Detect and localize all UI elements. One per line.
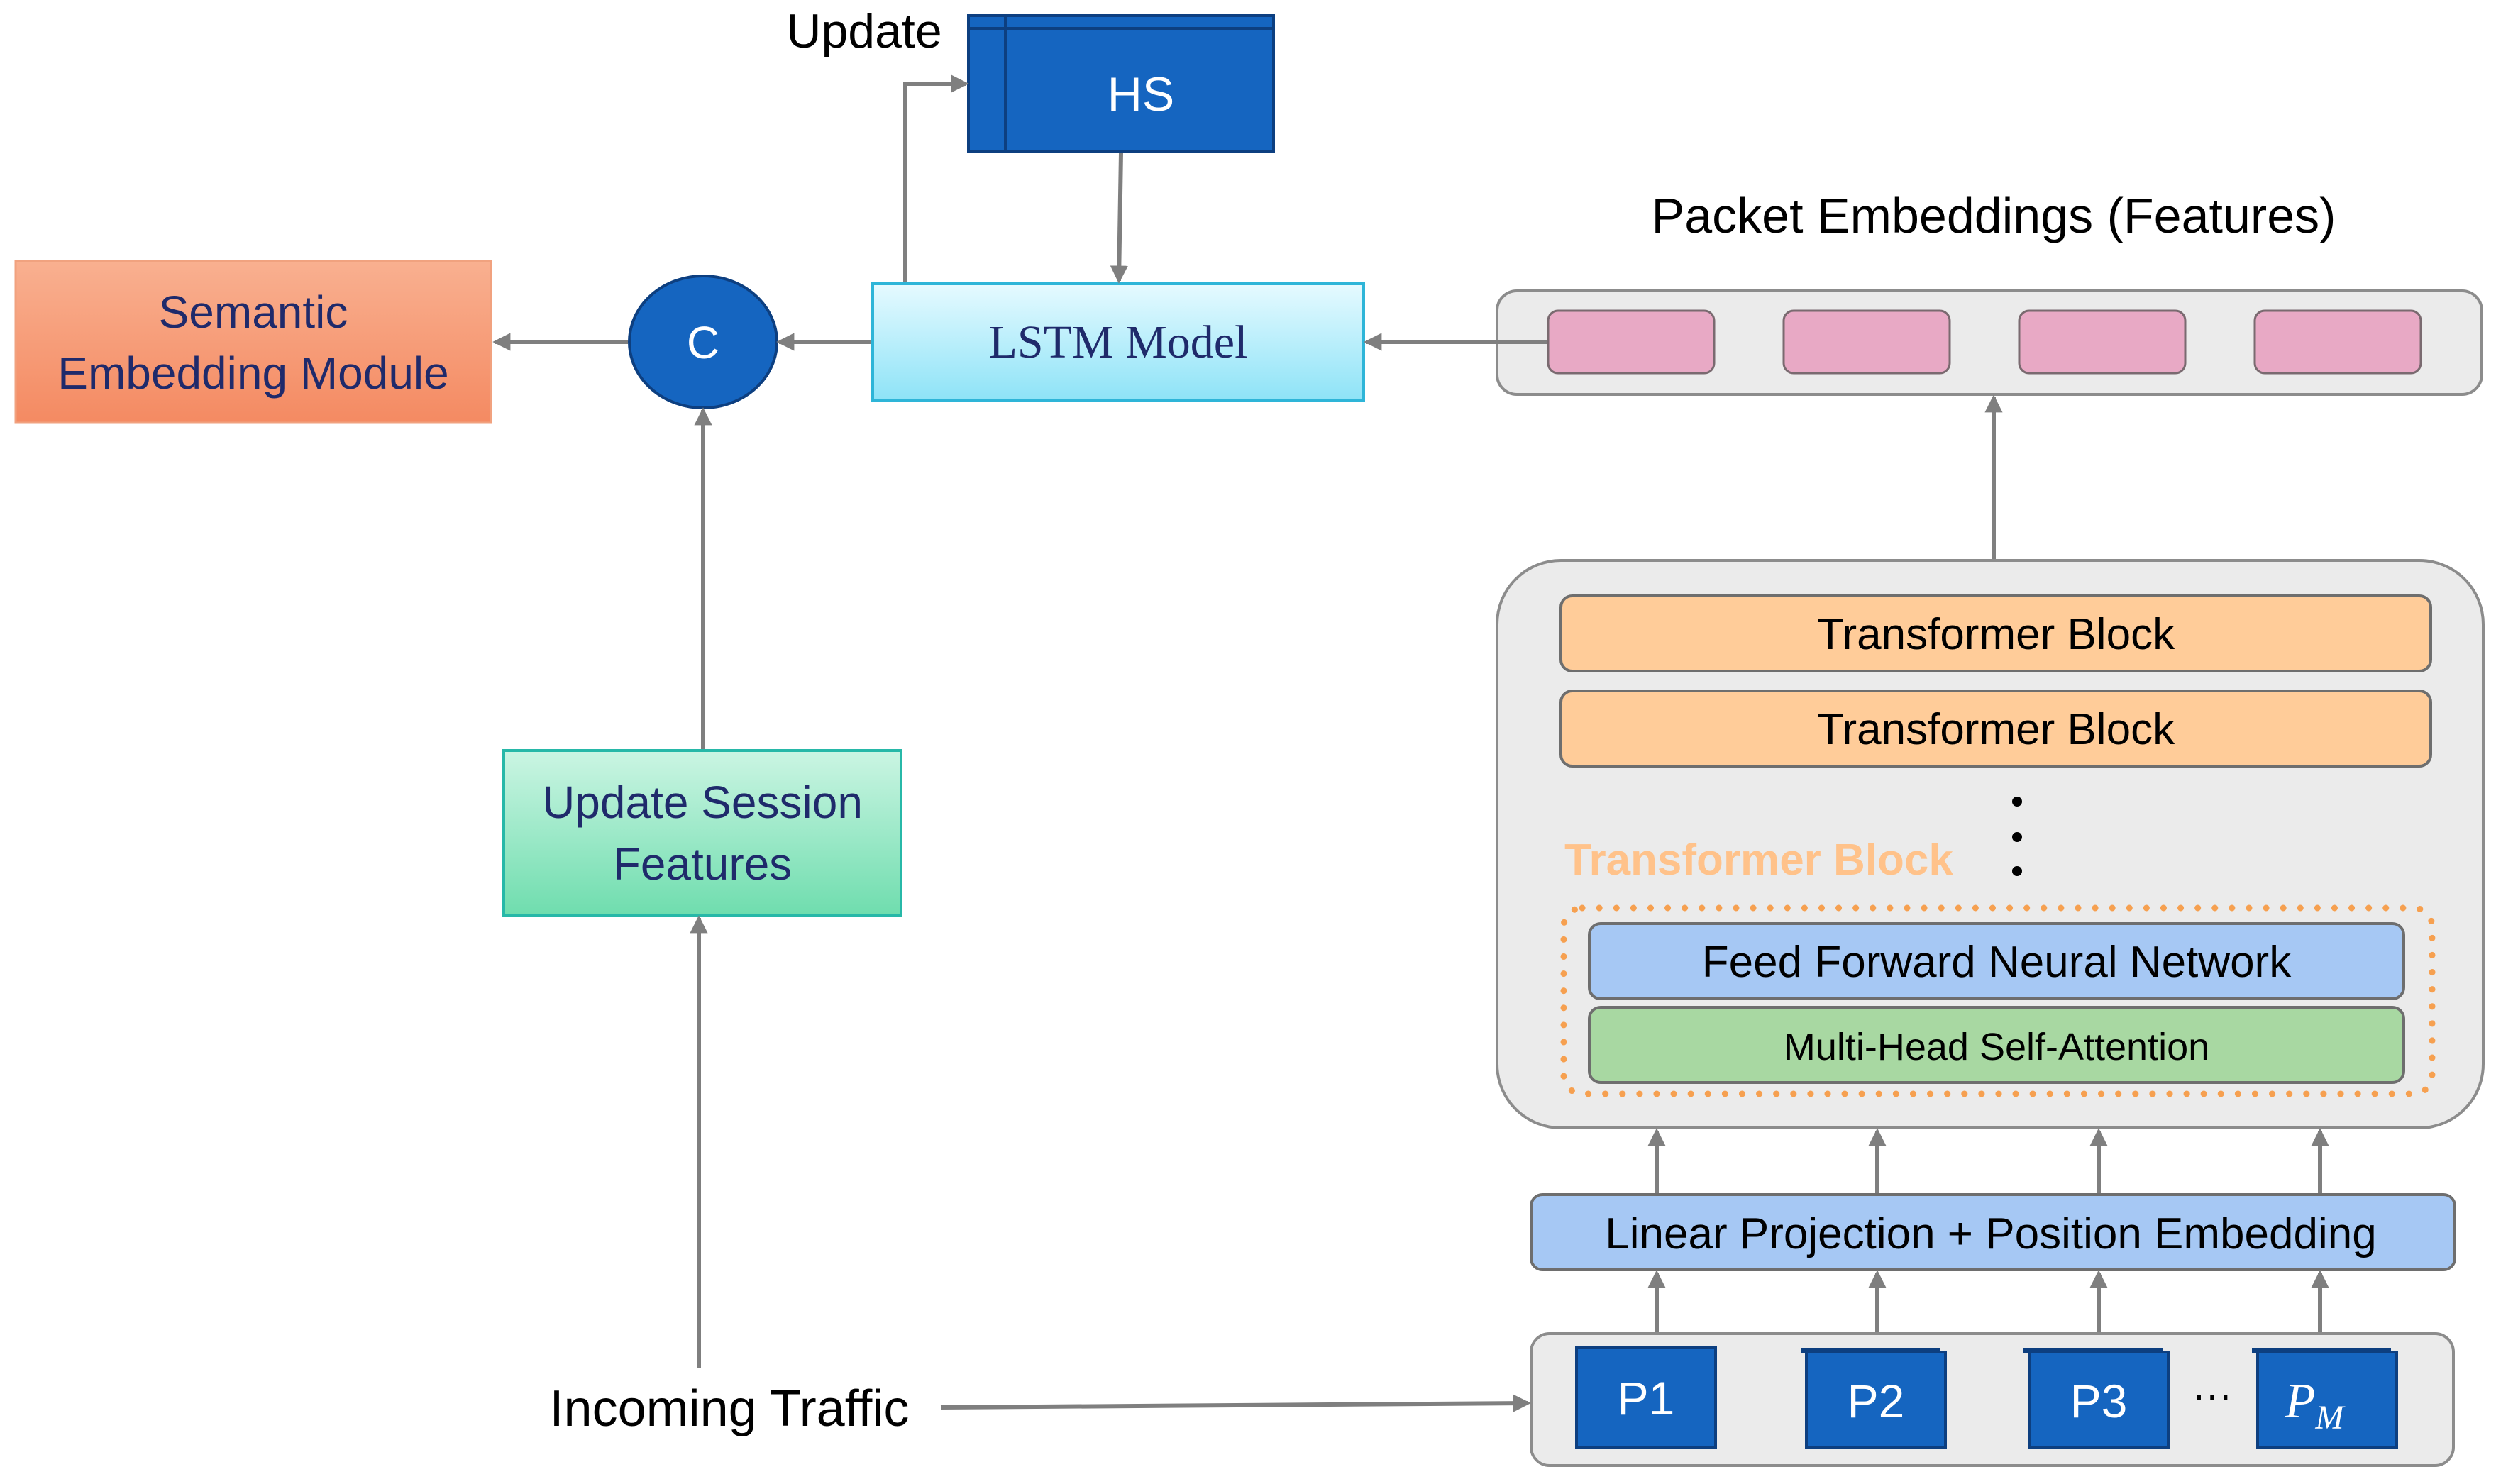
transformer-block-1-label: Transformer Block xyxy=(1817,610,2175,659)
update-label: Update xyxy=(786,4,941,58)
transformer-block-detail-label: Transformer Block xyxy=(1564,836,1953,885)
transformer-encoder-panel: Transformer Block Transformer Block Tran… xyxy=(1496,559,2485,1129)
embedding-vector-3 xyxy=(2018,309,2187,375)
linear-projection-box: Linear Projection + Position Embedding xyxy=(1530,1193,2456,1271)
semantic-embedding-line1: Semantic xyxy=(159,287,348,338)
packet-p2: P2 xyxy=(1801,1348,1947,1449)
update-session-line2: Features xyxy=(613,838,793,890)
packet-pm-label: PM xyxy=(2285,1374,2346,1436)
concat-label: C xyxy=(687,317,719,368)
update-session-line1: Update Session xyxy=(542,777,863,828)
semantic-embedding-line2: Embedding Module xyxy=(57,348,448,399)
packet-p3-label: P3 xyxy=(2070,1375,2128,1427)
hidden-state-box: HS xyxy=(967,14,1275,153)
vertical-ellipsis xyxy=(2012,797,2022,876)
packets-panel: P1 P2 P3 ··· PM xyxy=(1530,1332,2455,1467)
embedding-vector-2 xyxy=(1782,309,1951,375)
packet-p3: P3 xyxy=(2023,1348,2170,1449)
connectors xyxy=(492,74,2329,1412)
transformer-block-1: Transformer Block xyxy=(1559,594,2432,672)
hs-label: HS xyxy=(1108,67,1174,121)
lstm-model-box: LSTM Model xyxy=(871,282,1365,402)
embedding-vector-4 xyxy=(2253,309,2422,375)
packet-embeddings-title: Packet Embeddings (Features) xyxy=(1652,188,2336,243)
semantic-embedding-module: Semantic Embedding Module xyxy=(14,260,492,424)
mhsa-layer: Multi-Head Self-Attention xyxy=(1588,1006,2405,1084)
concat-node: C xyxy=(628,275,778,409)
embedding-vector-1 xyxy=(1547,309,1716,375)
ffnn-label: Feed Forward Neural Network xyxy=(1702,938,2292,987)
linear-projection-label: Linear Projection + Position Embedding xyxy=(1605,1209,2376,1258)
arrow-hs-to-lstm xyxy=(1110,153,1128,284)
mhsa-label: Multi-Head Self-Attention xyxy=(1784,1026,2209,1068)
arrow-lstm-to-hs xyxy=(903,74,969,282)
transformer-block-2-label: Transformer Block xyxy=(1817,705,2175,754)
ffnn-layer: Feed Forward Neural Network xyxy=(1588,922,2405,1000)
packet-pm: PM xyxy=(2252,1348,2398,1449)
incoming-traffic-label: Incoming Traffic xyxy=(550,1380,910,1437)
lstm-model-label: LSTM Model xyxy=(989,316,1248,368)
arrow-traffic-to-packets xyxy=(940,1394,1531,1412)
packet-p1-label: P1 xyxy=(1618,1372,1675,1424)
transformer-block-detail-boundary xyxy=(1560,904,2436,1097)
transformer-block-2: Transformer Block xyxy=(1559,690,2432,768)
update-session-features-box: Update Session Features xyxy=(502,749,902,917)
packet-ellipsis: ··· xyxy=(2192,1372,2232,1417)
packet-p1: P1 xyxy=(1575,1346,1717,1449)
packet-embeddings-panel xyxy=(1496,289,2483,396)
packet-p2-label: P2 xyxy=(1848,1375,1905,1427)
